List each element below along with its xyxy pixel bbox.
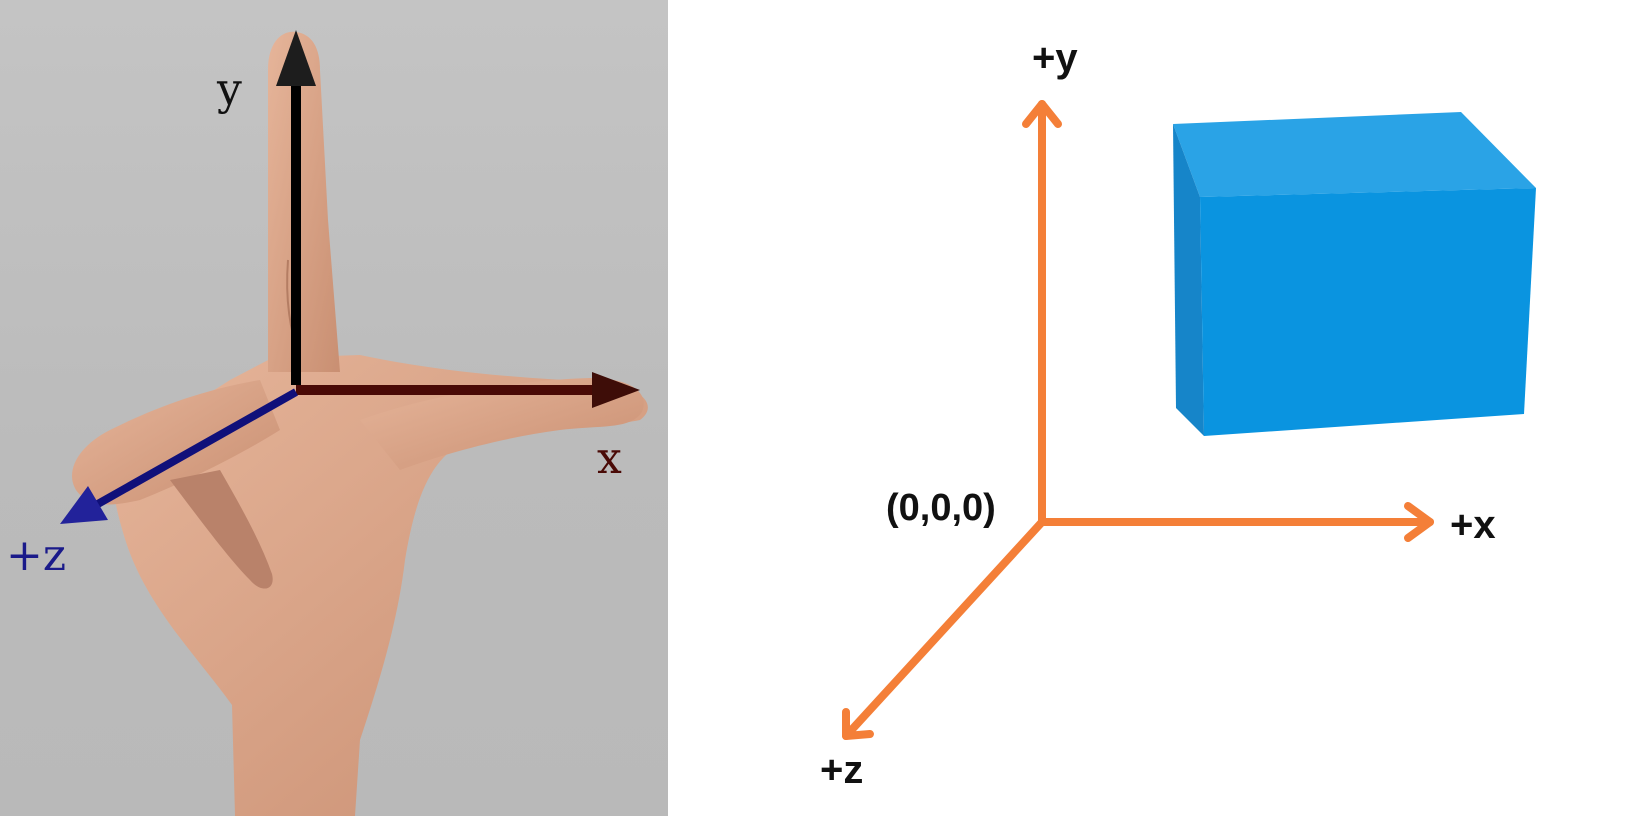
index-finger bbox=[268, 31, 340, 372]
left-z-label: +z bbox=[6, 530, 66, 581]
cube-front-face bbox=[1200, 188, 1536, 436]
right-z-label: +z bbox=[820, 748, 863, 792]
hand-illustration bbox=[71, 31, 648, 816]
hand-palm bbox=[113, 355, 648, 816]
middle-finger bbox=[360, 378, 644, 470]
coordinate-system-figure: +y +x +z (0,0,0) bbox=[820, 36, 1536, 792]
origin-label: (0,0,0) bbox=[886, 487, 996, 529]
left-y-axis bbox=[276, 30, 316, 385]
right-x-axis bbox=[1038, 502, 1434, 542]
coordinate-system-panel: +y +x +z (0,0,0) bbox=[668, 0, 1632, 816]
hand-rule-panel: y x +z bbox=[0, 0, 668, 816]
blue-cube bbox=[1173, 112, 1536, 436]
left-y-label: y bbox=[216, 64, 242, 115]
cube-top-face bbox=[1173, 112, 1536, 197]
right-y-axis bbox=[1022, 100, 1062, 526]
left-z-axis bbox=[60, 388, 298, 524]
hand-rule-figure: y x +z bbox=[6, 30, 648, 816]
left-x-label: x bbox=[597, 433, 622, 484]
cube-side-face bbox=[1173, 124, 1204, 436]
curled-fingers bbox=[170, 470, 273, 589]
left-x-axis bbox=[296, 372, 640, 408]
right-z-axis bbox=[842, 518, 1046, 740]
thumb bbox=[71, 380, 280, 505]
right-x-label: +x bbox=[1450, 503, 1496, 547]
right-y-label: +y bbox=[1032, 36, 1078, 80]
